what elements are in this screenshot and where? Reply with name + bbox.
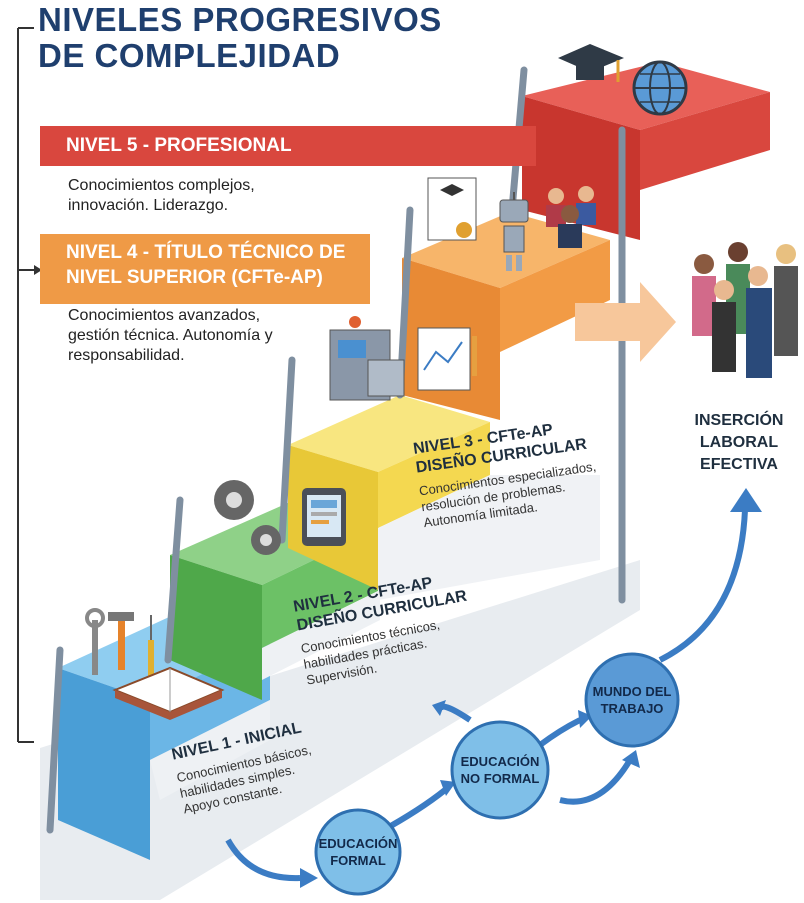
outcome-label: INSERCIÓN LABORAL EFECTIVA <box>680 410 798 476</box>
circle-trabajo-line-2: TRABAJO <box>600 701 664 716</box>
tablet-icon <box>302 488 346 546</box>
title-line-2: DE COMPLEJIDAD <box>38 37 341 74</box>
book-icon <box>112 666 225 720</box>
title-line-1: NIVELES PROGRESIVOS <box>38 1 442 38</box>
floor-shadow <box>40 560 640 900</box>
globe-icon <box>632 60 688 116</box>
circle-formal-label: EDUCACIÓN FORMAL <box>316 835 400 869</box>
outcome-line-2: LABORAL <box>699 434 779 451</box>
right-arrow-icon <box>575 282 676 362</box>
bracket-arrow-icon <box>34 265 42 275</box>
level-5-desc-1: Conocimientos complejos, <box>68 177 255 194</box>
level-5-band: NIVEL 5 - PROFESIONAL <box>40 126 536 166</box>
certificate-icon <box>427 177 477 241</box>
level-4-desc-3: responsabilidad. <box>68 347 185 364</box>
level-5-title: NIVEL 5 - PROFESIONAL <box>66 135 292 156</box>
circle-formal-line-1: EDUCACIÓN <box>318 836 398 851</box>
level-4-title-2: NIVEL SUPERIOR (CFTe-AP) <box>66 267 323 288</box>
level-4-desc-2: gestión técnica. Autonomía y <box>68 327 273 344</box>
left-bracket <box>17 27 34 743</box>
circle-no-formal-line-2: NO FORMAL <box>460 771 540 786</box>
robot-icon <box>499 192 529 271</box>
circle-no-formal-line-1: EDUCACIÓN <box>460 754 540 769</box>
circle-formal-line-2: FORMAL <box>330 853 386 868</box>
outcome-line-3: EFECTIVA <box>700 456 778 473</box>
circle-trabajo-label: MUNDO DEL TRABAJO <box>586 683 678 717</box>
circle-trabajo <box>584 652 680 748</box>
level-4-title-1: NIVEL 4 - TÍTULO TÉCNICO DE <box>66 242 346 263</box>
gears-icon <box>214 480 281 555</box>
tools-icon <box>85 608 154 680</box>
page-title: NIVELES PROGRESIVOS DE COMPLEJIDAD <box>38 2 442 74</box>
level-4-band: NIVEL 4 - TÍTULO TÉCNICO DE NIVEL SUPERI… <box>40 234 370 304</box>
machine-icon <box>329 316 405 401</box>
level-5-desc: Conocimientos complejos, innovación. Lid… <box>68 176 368 216</box>
level-5-desc-2: innovación. Liderazgo. <box>68 197 229 214</box>
circle-no-formal <box>450 720 550 820</box>
wall-1 <box>150 700 270 800</box>
circle-formal <box>314 808 402 896</box>
team-icon <box>546 186 596 248</box>
wall-2 <box>262 590 380 680</box>
level-4-desc-1: Conocimientos avanzados, <box>68 307 261 324</box>
circle-no-formal-label: EDUCACIÓN NO FORMAL <box>452 753 548 787</box>
level-4-desc: Conocimientos avanzados, gestión técnica… <box>68 306 368 366</box>
graduation-cap-icon <box>558 44 624 82</box>
blueprint-icon <box>417 327 477 391</box>
outcome-line-1: INSERCIÓN <box>694 412 784 429</box>
circle-trabajo-line-1: MUNDO DEL <box>592 684 672 699</box>
workers-icon <box>692 242 798 378</box>
wall-3 <box>378 475 600 600</box>
